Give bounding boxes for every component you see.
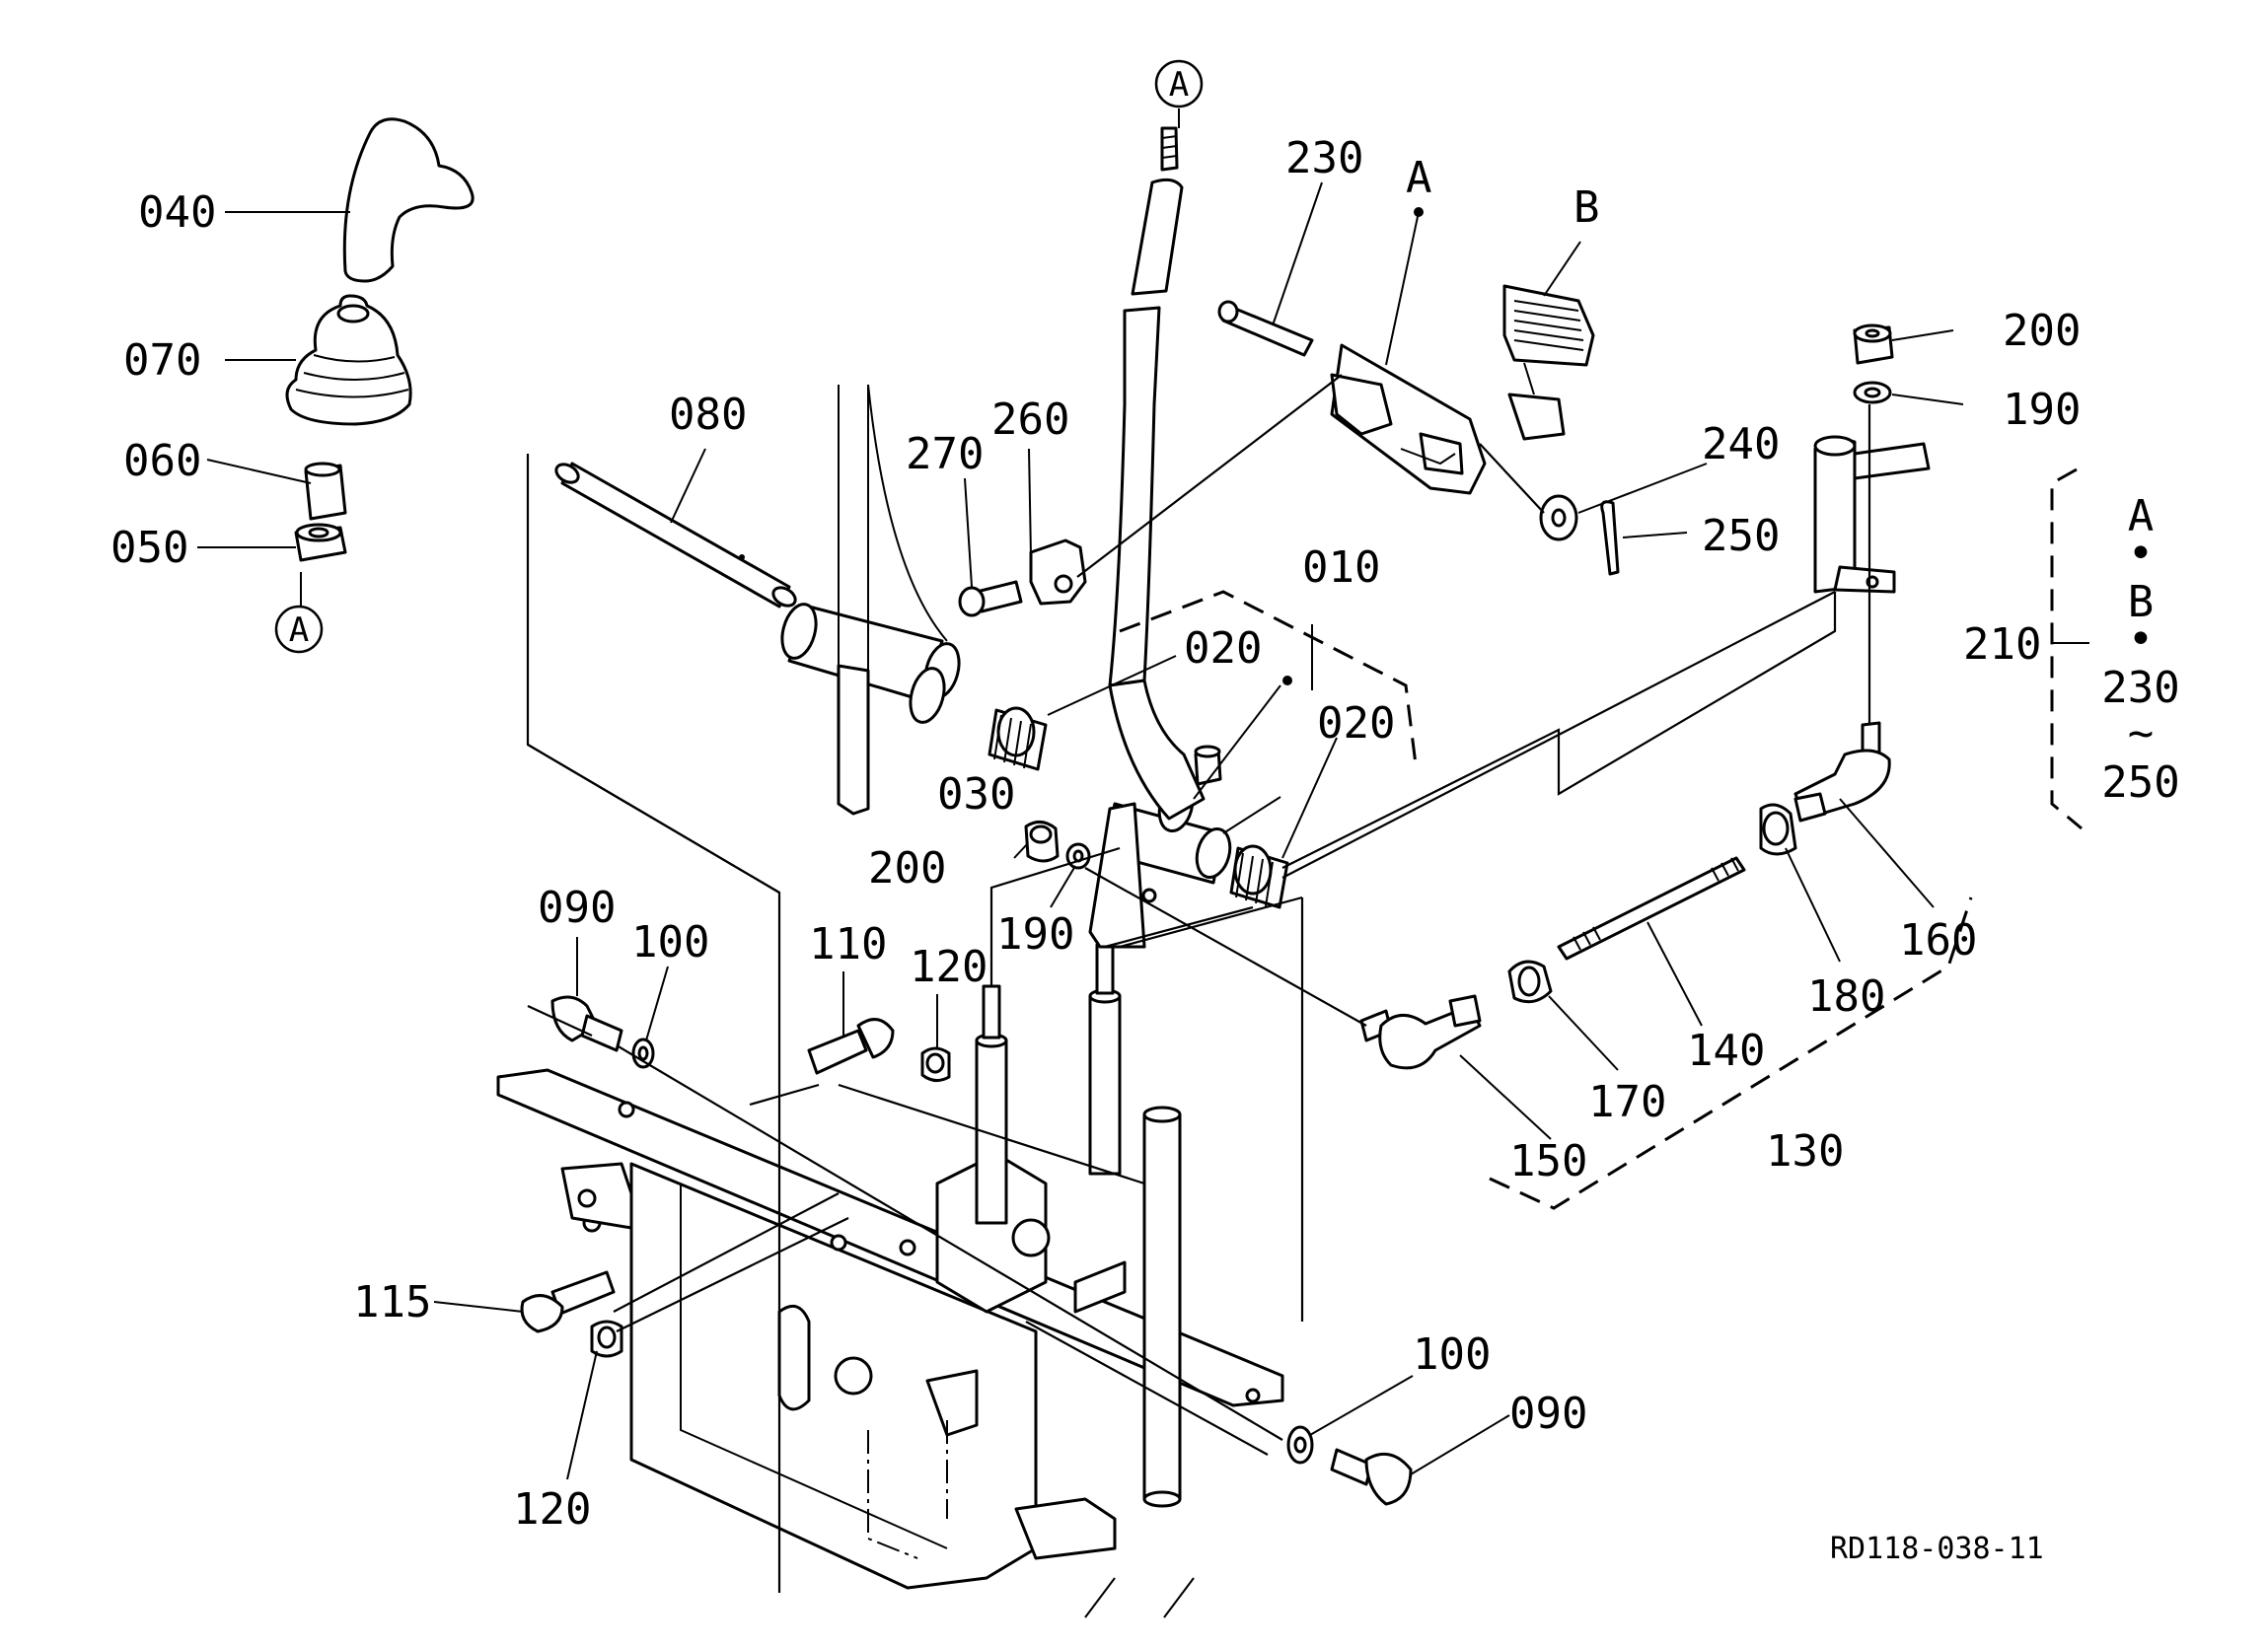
kit-210-legend: 210 A • B • 230 ~ 250 bbox=[1963, 491, 2180, 808]
washer-part-190-right bbox=[1853, 381, 1892, 404]
nut-part-120-upper bbox=[920, 1046, 951, 1082]
callout-160: 160 bbox=[1899, 915, 1977, 966]
leader-lines bbox=[197, 108, 2089, 1480]
nut-part-180 bbox=[1759, 803, 1797, 856]
cotter-pin-part-250 bbox=[1600, 500, 1620, 576]
callout-090-lower: 090 bbox=[1509, 1389, 1587, 1439]
callout-020-lower: 020 bbox=[1317, 698, 1395, 749]
callout-240: 240 bbox=[1702, 419, 1780, 469]
callout-190-upper: 190 bbox=[2003, 385, 2081, 435]
tube-assembly bbox=[780, 384, 961, 816]
assembly-lines bbox=[526, 374, 1871, 1593]
callout-200-lower: 200 bbox=[868, 843, 946, 894]
washer-part-100-upper bbox=[631, 1038, 655, 1069]
callout-260: 260 bbox=[991, 394, 1069, 445]
threaded-rod-part-140 bbox=[1557, 856, 1746, 961]
callout-110: 110 bbox=[809, 919, 887, 969]
figure-code: RD118-038-11 bbox=[1830, 1532, 2044, 1566]
kit-bullet-1: • bbox=[2128, 529, 2155, 579]
kit-boundary-130 bbox=[1489, 896, 1973, 1210]
callout-270: 270 bbox=[906, 429, 984, 479]
callout-100-upper: 100 bbox=[631, 917, 709, 968]
bolt-part-270 bbox=[958, 580, 1023, 617]
clamp-part-260 bbox=[1029, 538, 1087, 606]
kit-boundary-010 bbox=[1119, 590, 1418, 765]
reference-marker-A-top: A bbox=[1154, 59, 1204, 108]
sleeve-part-060 bbox=[304, 462, 347, 521]
pedal-part-B bbox=[1502, 284, 1595, 441]
callout-120-lower: 120 bbox=[513, 1484, 591, 1535]
nut-part-170 bbox=[1507, 960, 1553, 1004]
bearing-part-020-left bbox=[988, 706, 1048, 771]
bearing-part-020-right bbox=[1229, 844, 1289, 909]
lever-arm-210 bbox=[1813, 435, 1931, 594]
callout-080: 080 bbox=[669, 390, 747, 440]
callout-labels: 040 070 060 050 080 270 260 230 A B 200 … bbox=[110, 133, 2081, 1535]
callout-A: A bbox=[1406, 153, 1432, 203]
callout-070: 070 bbox=[123, 335, 201, 386]
callout-230: 230 bbox=[1285, 133, 1363, 183]
shift-lever-rod bbox=[1108, 126, 1206, 821]
kit-item-250: 250 bbox=[2101, 757, 2179, 808]
callout-200-upper: 200 bbox=[2003, 306, 2081, 356]
pin-part-230 bbox=[1217, 300, 1314, 357]
kit-item-B: B bbox=[2128, 577, 2155, 627]
kit-bullet-2: • bbox=[2128, 614, 2155, 665]
nut-part-120-lower bbox=[590, 1320, 623, 1358]
ball-joint-part-150 bbox=[1359, 994, 1482, 1070]
svg-text:A: A bbox=[289, 610, 309, 650]
reference-marker-A-bottom: A bbox=[274, 605, 324, 654]
kit-210-label: 210 bbox=[1963, 619, 2041, 670]
callout-100-lower: 100 bbox=[1413, 1329, 1491, 1380]
shaft-part-080 bbox=[554, 462, 797, 609]
nut-part-050 bbox=[294, 523, 347, 562]
callout-B: B bbox=[1573, 182, 1600, 233]
callout-120-upper: 120 bbox=[910, 942, 988, 992]
callout-030: 030 bbox=[937, 769, 1015, 820]
knob-part-040 bbox=[342, 117, 475, 283]
callout-010: 010 bbox=[1302, 542, 1380, 593]
callout-115: 115 bbox=[353, 1277, 431, 1327]
callout-190-lower: 190 bbox=[996, 909, 1074, 960]
callout-180: 180 bbox=[1807, 971, 1885, 1022]
bolt-part-090-lower bbox=[1330, 1448, 1413, 1506]
callout-250: 250 bbox=[1702, 511, 1780, 561]
washer-part-240 bbox=[1539, 494, 1578, 541]
callout-060: 060 bbox=[123, 436, 201, 486]
kit-boundary-210 bbox=[2050, 467, 2083, 830]
kit-item-230: 230 bbox=[2101, 663, 2179, 713]
callout-150: 150 bbox=[1509, 1136, 1587, 1186]
callout-040: 040 bbox=[138, 187, 216, 238]
callout-170: 170 bbox=[1588, 1077, 1666, 1127]
nut-part-200-left bbox=[1024, 821, 1060, 863]
washer-part-100-lower bbox=[1286, 1425, 1314, 1465]
callout-130: 130 bbox=[1766, 1126, 1844, 1177]
hub-tube-010 bbox=[1088, 780, 1232, 949]
pin-part-030 bbox=[1194, 745, 1222, 786]
kit-range-symbol: ~ bbox=[2128, 708, 2155, 758]
bolt-part-115 bbox=[520, 1270, 616, 1333]
callout-050: 050 bbox=[110, 523, 188, 573]
callout-140: 140 bbox=[1687, 1026, 1765, 1076]
control-frame-bracket bbox=[496, 943, 1284, 1618]
svg-text:A: A bbox=[1169, 65, 1189, 105]
ball-joint-part-160 bbox=[1793, 721, 1891, 823]
boot-part-070 bbox=[285, 294, 412, 426]
kit-item-A: A bbox=[2128, 491, 2155, 541]
callout-020-upper: 020 bbox=[1184, 623, 1262, 674]
nut-part-200-right bbox=[1853, 323, 1894, 365]
bracket-part-A bbox=[1330, 343, 1487, 495]
bolt-part-110 bbox=[807, 1018, 895, 1075]
callout-090-upper: 090 bbox=[538, 883, 616, 933]
bolt-part-090-upper bbox=[550, 995, 623, 1052]
